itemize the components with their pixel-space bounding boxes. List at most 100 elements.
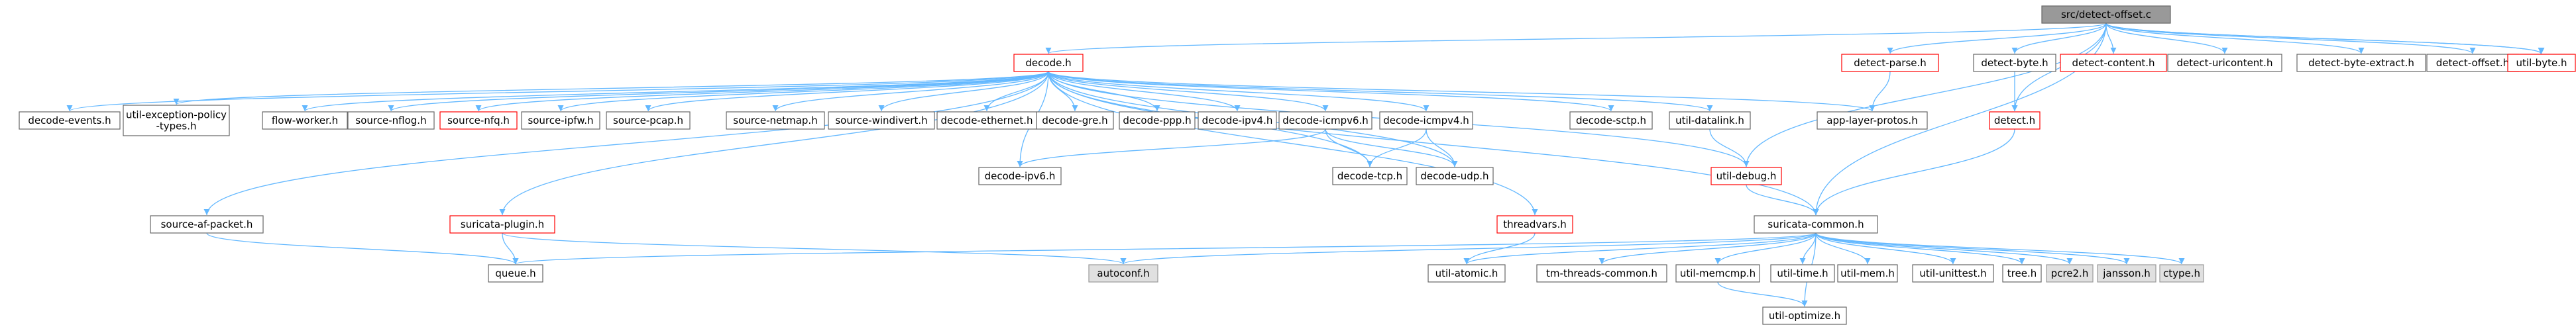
node-util-mem[interactable]: util-mem.h xyxy=(1837,264,1898,283)
node-detect-parse[interactable]: detect-parse.h xyxy=(1841,54,1939,72)
node-detect-uricontent[interactable]: detect-uricontent.h xyxy=(2167,54,2282,72)
node-root: src/detect-offset.c xyxy=(2041,5,2171,24)
edge-suricata-common-to-util-atomic xyxy=(1463,232,1817,265)
node-decode-icmpv4[interactable]: decode-icmpv4.h xyxy=(1379,111,1473,130)
node-decode-tcp[interactable]: decode-tcp.h xyxy=(1332,167,1408,185)
edge-root-to-util-byte xyxy=(2105,23,2545,54)
edge-suricata-common-to-tree xyxy=(1815,232,2025,265)
edge-util-datalink-to-util-debug xyxy=(1709,128,1750,167)
node-util-memcmp-box xyxy=(1675,264,1760,283)
node-util-time[interactable]: util-time.h xyxy=(1770,264,1835,283)
node-util-byte-label: util-byte.h xyxy=(2516,57,2567,69)
node-decode-icmpv6[interactable]: decode-icmpv6.h xyxy=(1278,111,1372,130)
node-suricata-plugin-box xyxy=(449,215,555,234)
edge-decode-to-util-exception-policy xyxy=(173,71,1049,105)
edge-suricata-common-to-pcre2 xyxy=(1815,232,2073,265)
node-decode-ethernet-box xyxy=(936,111,1037,130)
edge-decode-to-decode-sctp xyxy=(1048,71,1614,112)
node-decode-gre[interactable]: decode-gre.h xyxy=(1036,111,1114,130)
node-util-optimize-label: util-optimize.h xyxy=(1769,310,1840,322)
node-queue-box xyxy=(488,264,543,283)
node-flow-worker-label: flow-worker.h xyxy=(272,115,338,126)
node-jansson-box xyxy=(2097,264,2156,283)
edge-suricata-common-to-util-memcmp xyxy=(1714,232,1817,265)
edge-suricata-common-to-util-mem xyxy=(1815,232,1871,265)
node-util-unittest[interactable]: util-unittest.h xyxy=(1912,264,1994,283)
node-util-time-box xyxy=(1770,264,1835,283)
node-suricata-plugin[interactable]: suricata-plugin.h xyxy=(449,215,555,234)
node-app-layer-protos[interactable]: app-layer-protos.h xyxy=(1817,111,1928,130)
node-detect-byte-extract[interactable]: detect-byte-extract.h xyxy=(2296,54,2426,72)
node-suricata-plugin-label: suricata-plugin.h xyxy=(461,218,544,230)
node-detect-offset[interactable]: detect-offset.h xyxy=(2426,54,2519,72)
node-source-netmap[interactable]: source-netmap.h xyxy=(726,111,825,130)
edge-source-af-packet-to-queue xyxy=(206,232,519,265)
node-ctype-label: ctype.h xyxy=(2163,267,2200,279)
node-threadvars[interactable]: threadvars.h xyxy=(1496,215,1573,234)
edge-decode-to-decode-events xyxy=(66,71,1049,112)
node-app-layer-protos-box xyxy=(1817,111,1928,130)
node-suricata-common[interactable]: suricata-common.h xyxy=(1754,215,1878,234)
node-util-optimize[interactable]: util-optimize.h xyxy=(1762,306,1847,325)
node-util-exception-policy-label: -types.h xyxy=(156,120,196,132)
node-util-unittest-label: util-unittest.h xyxy=(1919,267,1986,279)
node-util-exception-policy-box xyxy=(123,105,230,136)
node-decode-gre-label: decode-gre.h xyxy=(1042,115,1107,126)
node-tree-box xyxy=(2002,264,2042,283)
node-util-unittest-box xyxy=(1912,264,1994,283)
header-nodes: src/detect-offset.c decode.h detect-parse.… xyxy=(19,5,2576,325)
node-source-windivert-box xyxy=(828,111,935,130)
node-util-debug[interactable]: util-debug.h xyxy=(1710,167,1782,185)
edge-util-memcmp-to-util-optimize xyxy=(1717,281,1808,307)
node-detect-byte[interactable]: detect-byte.h xyxy=(1973,54,2056,72)
node-source-pcap[interactable]: source-pcap.h xyxy=(606,111,691,130)
edge-decode-to-util-datalink xyxy=(1048,71,1713,112)
node-decode-events-box xyxy=(19,111,121,130)
node-decode-tcp-label: decode-tcp.h xyxy=(1337,170,1402,182)
node-source-nfq[interactable]: source-nfq.h xyxy=(439,111,518,130)
node-detect-byte-extract-box xyxy=(2296,54,2426,72)
node-source-windivert[interactable]: source-windivert.h xyxy=(828,111,935,130)
node-tree-label: tree.h xyxy=(2007,267,2037,279)
node-pcre2-box xyxy=(2046,264,2094,283)
node-decode-ethernet[interactable]: decode-ethernet.h xyxy=(936,111,1037,130)
node-flow-worker[interactable]: flow-worker.h xyxy=(262,111,348,130)
node-tm-threads-common[interactable]: tm-threads-common.h xyxy=(1536,264,1667,283)
node-decode-events-label: decode-events.h xyxy=(28,115,111,126)
node-decode-udp[interactable]: decode-udp.h xyxy=(1416,167,1494,185)
node-tree[interactable]: tree.h xyxy=(2002,264,2042,283)
node-decode-events[interactable]: decode-events.h xyxy=(19,111,121,130)
node-decode-ppp-box xyxy=(1119,111,1196,130)
edge-suricata-common-to-util-unittest xyxy=(1815,232,1956,265)
node-decode-sctp[interactable]: decode-sctp.h xyxy=(1569,111,1653,130)
node-decode-ipv6[interactable]: decode-ipv6.h xyxy=(978,167,1062,185)
node-source-netmap-label: source-netmap.h xyxy=(733,115,817,126)
node-util-mem-box xyxy=(1837,264,1898,283)
node-root-box xyxy=(2041,5,2171,24)
node-root-label: src/detect-offset.c xyxy=(2061,9,2151,21)
edge-util-debug-to-suricata-common xyxy=(1746,184,1819,216)
node-detect[interactable]: detect.h xyxy=(1989,111,2041,130)
edge-root-to-detect-offset xyxy=(2105,23,2476,54)
node-source-nflog[interactable]: source-nflog.h xyxy=(347,111,435,130)
edge-suricata-plugin-to-autoconf xyxy=(502,232,1127,265)
node-util-byte-box xyxy=(2507,54,2576,72)
node-source-af-packet[interactable]: source-af-packet.h xyxy=(150,215,264,234)
node-decode-ppp[interactable]: decode-ppp.h xyxy=(1119,111,1196,130)
node-source-ipfw-box xyxy=(521,111,600,130)
node-detect-content[interactable]: detect-content.h xyxy=(2060,54,2167,72)
node-util-exception-policy[interactable]: util-exception-policy-types.h xyxy=(123,105,230,136)
node-util-datalink[interactable]: util-datalink.h xyxy=(1669,111,1751,130)
node-util-atomic[interactable]: util-atomic.h xyxy=(1428,264,1506,283)
node-util-memcmp[interactable]: util-memcmp.h xyxy=(1675,264,1760,283)
node-decode-tcp-box xyxy=(1332,167,1408,185)
node-source-ipfw-label: source-ipfw.h xyxy=(528,115,593,126)
node-util-byte[interactable]: util-byte.h xyxy=(2507,54,2576,72)
node-decode-icmpv4-label: decode-icmpv4.h xyxy=(1383,115,1469,126)
node-detect-parse-label: detect-parse.h xyxy=(1854,57,1927,69)
node-decode-ipv4[interactable]: decode-ipv4.h xyxy=(1198,111,1277,130)
node-source-ipfw[interactable]: source-ipfw.h xyxy=(521,111,600,130)
node-decode[interactable]: decode.h xyxy=(1013,54,1084,72)
edge-decode-to-suricata-common xyxy=(1048,71,1819,216)
node-queue[interactable]: queue.h xyxy=(488,264,543,283)
